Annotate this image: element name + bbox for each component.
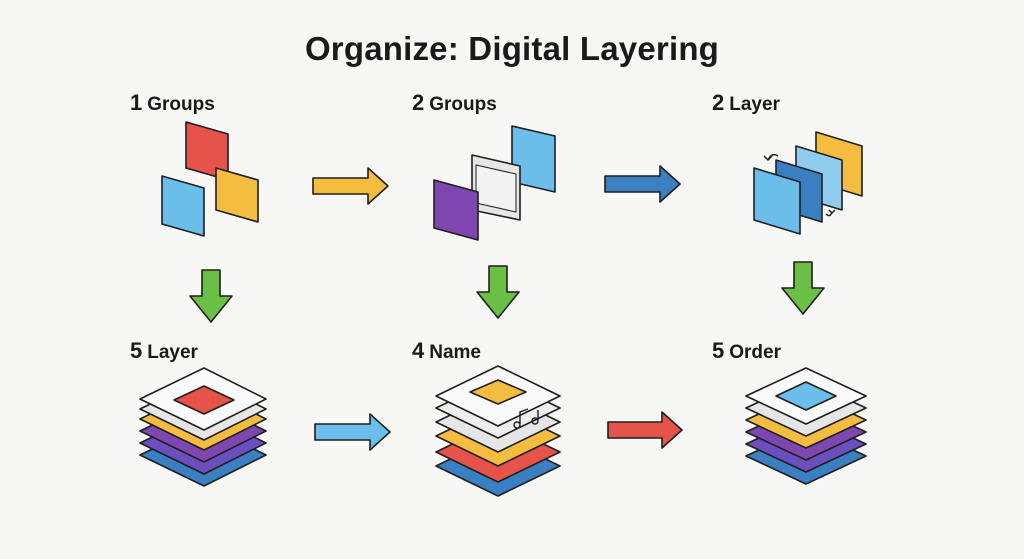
purple-panel (433, 179, 479, 241)
step-2-panels (433, 125, 556, 241)
rotate-icon (763, 153, 836, 217)
arrow-2-to-5 (476, 265, 520, 319)
step-6-stack (745, 367, 867, 485)
arrow-1-to-4 (189, 269, 233, 323)
step-4-stack (139, 367, 267, 487)
blue-panel (511, 125, 556, 193)
music-note-icon (513, 408, 539, 429)
arrow-2-to-3 (604, 165, 681, 203)
blue-panel (753, 167, 801, 235)
arrow-4-to-5 (314, 413, 391, 451)
arrow-1-to-2 (312, 167, 389, 205)
step-3-panels (753, 131, 863, 235)
diagram-title: Organize: Digital Layering (304, 30, 720, 67)
arrow-3-to-6 (781, 261, 825, 315)
flow-arrows (189, 165, 825, 451)
blue-panel (161, 175, 205, 237)
gray-panel-inner (475, 164, 517, 213)
blue-square (775, 381, 837, 411)
red-square (173, 385, 235, 415)
step-1-panels (161, 121, 259, 237)
arrow-5-to-6 (607, 411, 683, 449)
yellow-panel (215, 167, 259, 223)
yellow-square (469, 379, 527, 405)
step-5-stack (435, 365, 561, 497)
